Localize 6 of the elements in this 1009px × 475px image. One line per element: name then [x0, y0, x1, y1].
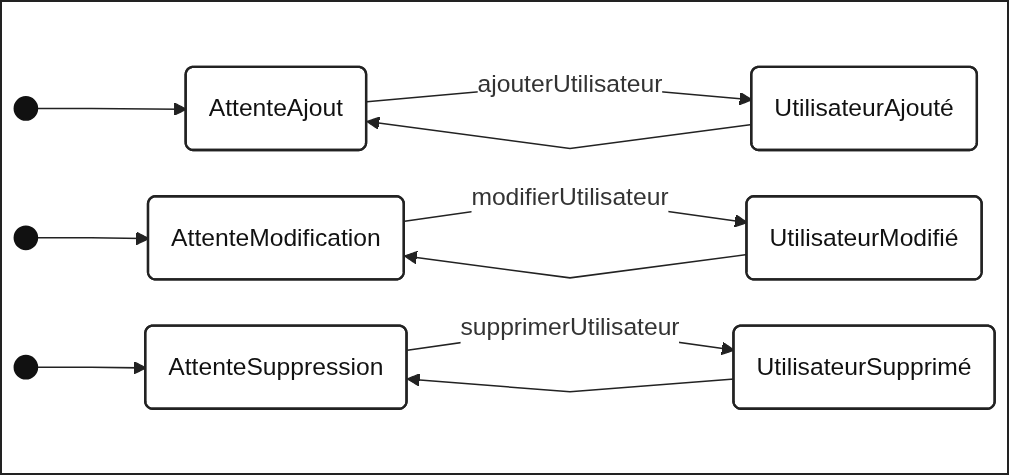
edge-label: modifierUtilisateur	[471, 184, 669, 211]
node-circle	[13, 355, 39, 380]
edge-label: ajouterUtilisateur	[477, 70, 663, 97]
edge-label: supprimerUtilisateur	[460, 313, 680, 340]
node-circle	[13, 96, 39, 122]
node-circle	[13, 225, 39, 251]
